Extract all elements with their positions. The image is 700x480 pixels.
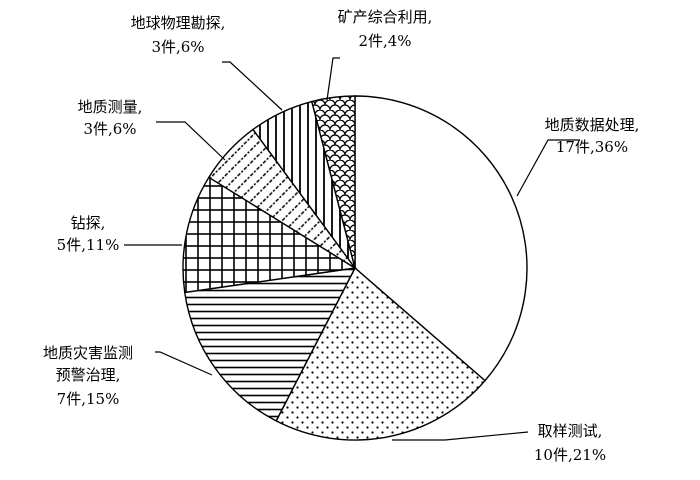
leader-line <box>155 351 213 376</box>
slice-value-label: 17件,36% <box>556 138 628 156</box>
slice-value-label: 5件,11% <box>57 236 120 254</box>
slice-value-label: 10件,21% <box>534 446 606 464</box>
leader-line <box>156 121 226 161</box>
slice-name-label: 预警治理, <box>56 366 121 384</box>
leader-line <box>326 57 340 101</box>
pie-slice <box>275 266 486 441</box>
label-leader-lines <box>124 57 580 441</box>
slice-name-label: 地质数据处理, <box>545 116 640 134</box>
pie-slice <box>354 95 528 382</box>
leader-line <box>392 431 529 441</box>
slice-name-label: 地球物理勘探, <box>131 14 226 32</box>
leader-line <box>516 139 580 197</box>
slice-value-label: 7件,15% <box>57 390 120 408</box>
slice-value-label: 3件,6% <box>151 38 204 56</box>
pie-slice <box>183 267 357 422</box>
pie-slice <box>182 176 358 294</box>
pie-slices <box>182 95 528 441</box>
leader-line <box>222 61 283 111</box>
slice-name-label: 矿产综合利用, <box>338 8 433 26</box>
slice-name-label: 取样测试, <box>538 422 603 440</box>
slice-value-label: 3件,6% <box>83 120 136 138</box>
slice-name-label: 钻探, <box>71 214 106 232</box>
pie-slice <box>310 95 356 269</box>
slice-name-label: 地质灾害监测 <box>43 344 133 362</box>
slice-value-label: 2件,4% <box>358 32 411 50</box>
slice-name-label: 地质测量, <box>78 98 143 116</box>
